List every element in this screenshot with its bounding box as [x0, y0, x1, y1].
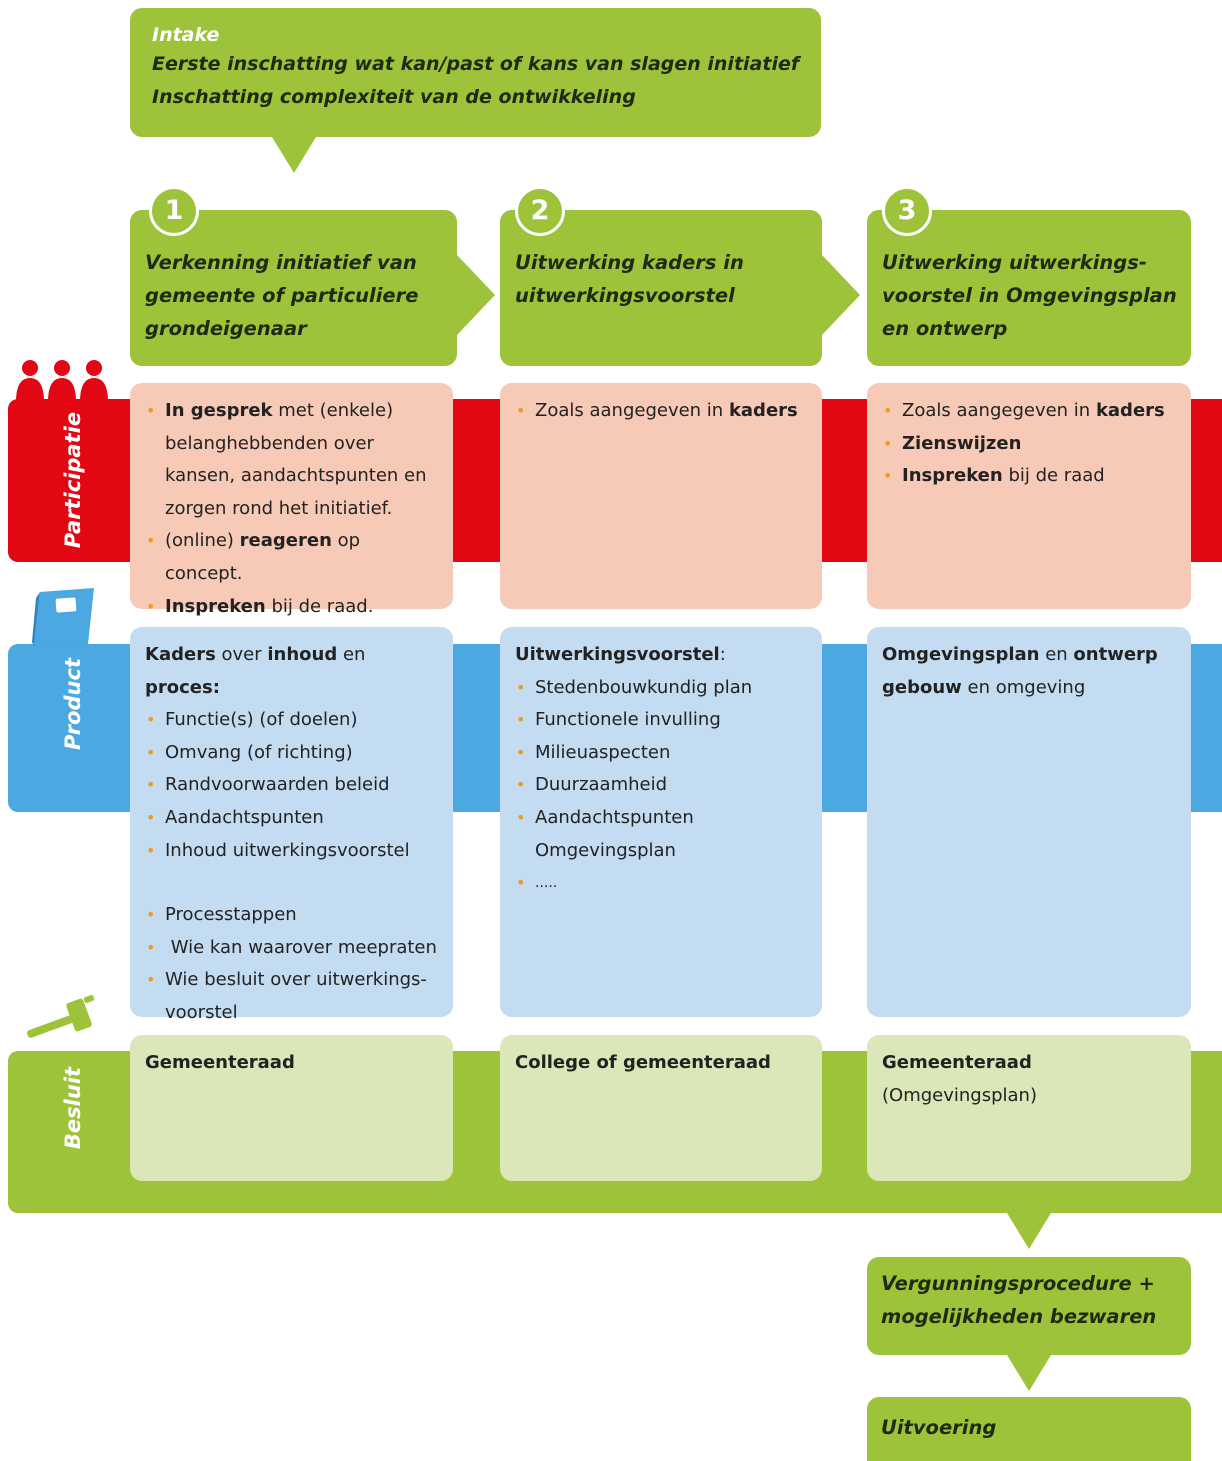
besluit-3-subtext: (Omgevingsplan) [882, 1084, 1037, 1106]
product-2-item-cont: Omgevingsplan [535, 839, 676, 861]
step-1-title-line-1: Verkenning initiatief van [145, 251, 417, 274]
document-icon [32, 588, 94, 646]
step-2-title-line-2: uitwerkingsvoorstel [515, 284, 735, 307]
step-3-box: Uitwerking uitwerkings- voorstel in Omge… [867, 210, 1191, 366]
product-2-item: Functionele invulling [515, 704, 808, 737]
product-1-item: Aandachtspunten [145, 802, 439, 835]
intake-arrow [272, 137, 316, 173]
participatie-1-cont-1: belanghebbenden over [165, 432, 374, 454]
step-2-title-line-1: Uitwerking kaders in [515, 251, 744, 274]
participatie-1-cont-2: kansen, aandachtspunten en [165, 465, 427, 487]
intake-heading: Intake [152, 24, 220, 46]
product-1-item: Processtappen [145, 899, 439, 932]
besluit-cell-1: Gemeenteraad [130, 1035, 453, 1181]
product-3-line-2: gebouw en omgeving [882, 676, 1086, 698]
step-1-box: Verkenning initiatief van gemeente of pa… [130, 210, 457, 366]
step-2-box: Uitwerking kaders in uitwerkingsvoorstel [500, 210, 822, 366]
uitvoering-box: Uitvoering [867, 1397, 1191, 1461]
product-2-item: Duurzaamheid [515, 769, 808, 802]
product-1-item: Omvang (of richting) [145, 737, 439, 770]
step-1-title-line-2: gemeente of particuliere [145, 284, 419, 307]
product-1-item: Wie kan waarover meepraten [145, 932, 439, 965]
product-1-heading: Kaders over inhoud en proces: [145, 644, 366, 698]
product-2-item: Milieuaspecten [515, 737, 808, 770]
product-label: Product [61, 658, 85, 750]
product-1-item-cont: voorstel [165, 1001, 238, 1023]
people-icon [16, 360, 108, 402]
vergunning-line-2: mogelijkheden bezwaren [881, 1305, 1157, 1328]
vergunning-line-1: Vergunningsprocedure + [881, 1272, 1155, 1295]
besluit-cell-2: College of gemeenteraad [500, 1035, 822, 1181]
besluit-3-text: Gemeenteraad [882, 1052, 1032, 1073]
intake-line-2: Inschatting complexiteit van de ontwikke… [152, 86, 636, 108]
besluit-2-text: College of gemeenteraad [515, 1052, 771, 1073]
intake-line-1: Eerste inschatting wat kan/past of kans … [152, 53, 800, 75]
participatie-cell-1: In gesprek met (enkele) belanghebbenden … [130, 383, 453, 623]
participatie-label: Participatie [61, 411, 85, 549]
product-cell-1: Kaders over inhoud en proces: Functie(s)… [130, 627, 453, 1023]
product-1-item: Inhoud uitwerkingsvoorstel [145, 835, 439, 868]
product-cell-3: Omgevingsplan en ontwerp gebouw en omgev… [867, 627, 1191, 1017]
uitvoering-label: Uitvoering [881, 1416, 997, 1439]
participatie-cell-3: Zoals aangegeven in kaders Zienswijzen I… [867, 383, 1191, 609]
participatie-1-item: (online) reageren op concept. [145, 525, 439, 590]
gavel-icon [27, 995, 95, 1038]
participatie-3-item: Inspreken bij de raad [882, 460, 1177, 493]
besluit-label: Besluit [61, 1066, 85, 1150]
participatie-cell-2: Zoals aangegeven in kaders [500, 383, 822, 609]
participatie-1-item: In gesprek met (enkele) [145, 395, 439, 428]
step-2-arrow [822, 255, 860, 335]
participatie-2-item: Zoals aangegeven in kaders [515, 395, 808, 428]
product-1-item: Functie(s) (of doelen) [145, 704, 439, 737]
participatie-3-item: Zienswijzen [882, 428, 1177, 461]
vergunning-box: Vergunningsprocedure + mogelijkheden bez… [867, 1257, 1191, 1355]
step-3-title-line-3: en ontwerp [882, 317, 1008, 340]
product-1-item: Wie besluit over uitwerkings- [145, 964, 439, 997]
step-3-number-badge: 3 [882, 186, 932, 236]
step-1-arrow [457, 255, 495, 335]
product-1-item: Randvoorwaarden beleid [145, 769, 439, 802]
step-2-number-badge: 2 [515, 186, 565, 236]
participatie-3-item: Zoals aangegeven in kaders [882, 395, 1177, 428]
besluit-cell-3: Gemeenteraad (Omgevingsplan) [867, 1035, 1191, 1181]
step-1-title-line-3: grondeigenaar [145, 317, 307, 340]
besluit-arrow [1007, 1213, 1051, 1249]
step-3-title-line-2: voorstel in Omgevingsplan [882, 284, 1177, 307]
participatie-1-item: Inspreken bij de raad. [145, 591, 439, 624]
product-2-item: Stedenbouwkundig plan [515, 672, 808, 705]
participatie-1-cont-3: zorgen rond het initiatief. [165, 497, 393, 519]
vergunning-arrow [1007, 1355, 1051, 1391]
besluit-1-text: Gemeenteraad [145, 1052, 295, 1073]
step-3-title-line-1: Uitwerking uitwerkings- [882, 251, 1147, 274]
product-cell-2: Uitwerkingsvoorstel: Stedenbouwkundig pl… [500, 627, 822, 1017]
step-1-number-badge: 1 [149, 186, 199, 236]
intake-box: Intake Eerste inschatting wat kan/past o… [130, 8, 821, 137]
product-2-heading: Uitwerkingsvoorstel: [515, 644, 726, 665]
product-3-line-1: Omgevingsplan en ontwerp [882, 644, 1158, 665]
product-2-item: ..... [515, 867, 808, 900]
product-2-item: Aandachtspunten [515, 802, 808, 835]
